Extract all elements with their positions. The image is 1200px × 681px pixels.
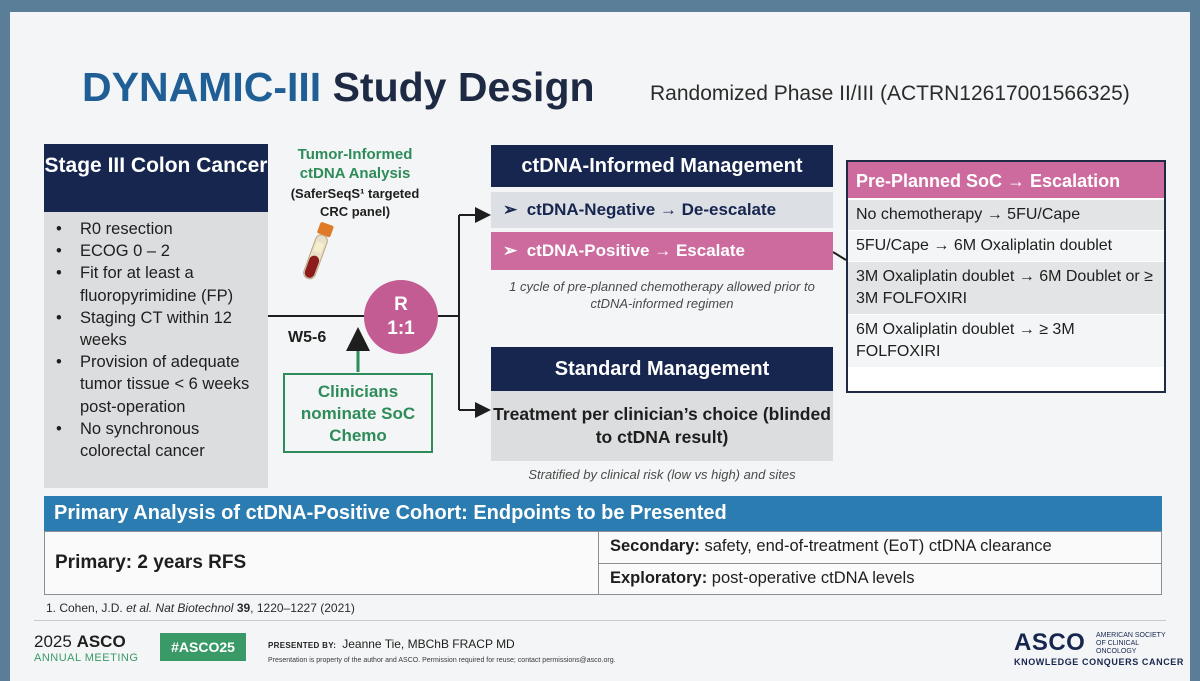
annual-meeting-label: ANNUAL MEETING — [34, 652, 139, 664]
escalation-row: 3M Oxaliplatin doublet → 6M Doublet or ≥… — [848, 262, 1164, 315]
criterion-ecog: ECOG 0 – 2 — [56, 240, 268, 262]
randomization-circle: R 1:1 — [364, 280, 438, 354]
slide: DYNAMIC-III Study Design Randomized Phas… — [10, 12, 1190, 681]
ref-etal: et al. — [126, 601, 153, 615]
criterion-tissue: Provision of adequate tumor tissue < 6 w… — [56, 351, 268, 418]
randomization-ratio: 1:1 — [387, 318, 415, 339]
arrow-bullet-icon: ➢ — [503, 200, 518, 219]
asco-tagline: KNOWLEDGE CONQUERS CANCER — [1014, 657, 1185, 667]
blood-tube-icon — [303, 222, 334, 280]
secondary-text: safety, end-of-treatment (EoT) ctDNA cle… — [704, 537, 1052, 555]
secondary-label: Secondary: — [610, 537, 700, 555]
exploratory-endpoint: Exploratory: post-operative ctDNA levels — [610, 569, 914, 588]
ctdna-negative-row: ➢ ctDNA-Negative → De-escalate — [491, 192, 833, 228]
ref-authors: 1. Cohen, J.D. — [46, 601, 123, 615]
escalation-row: 5FU/Cape → 6M Oxaliplatin doublet — [848, 231, 1164, 262]
ref-pages: , 1220–1227 (2021) — [250, 601, 355, 615]
secondary-endpoint: Secondary: safety, end-of-treatment (EoT… — [610, 537, 1052, 556]
eligibility-criteria: R0 resection ECOG 0 – 2 Fit for at least… — [44, 212, 268, 488]
arrow-bullet-icon: ➢ — [503, 241, 518, 260]
ref-journal: Nat Biotechnol — [155, 601, 234, 615]
title-main-text: Study Design — [332, 64, 595, 110]
connector-escalate-to-panel — [832, 251, 847, 261]
criterion-ct: Staging CT within 12 weeks — [56, 307, 268, 351]
page-subtitle: Randomized Phase II/III (ACTRN1261700156… — [650, 82, 1130, 105]
presenter-line: PRESENTED BY: Jeanne Tie, MBChB FRACP MD — [268, 637, 515, 651]
endpoints-header: Primary Analysis of ctDNA-Positive Cohor… — [44, 496, 1162, 531]
presented-by-label: PRESENTED BY: — [268, 641, 337, 650]
criterion-fp: Fit for at least a fluoropyrimidine (FP) — [56, 262, 268, 306]
footer-divider — [34, 620, 1166, 621]
reference-footnote: 1. Cohen, J.D. et al. Nat Biotechnol 39,… — [46, 601, 355, 615]
hashtag-badge: #ASCO25 — [160, 633, 246, 661]
meeting-logo: 2025 ASCO — [34, 632, 126, 652]
tumor-informed-label: Tumor-Informed ctDNA Analysis — [297, 146, 413, 182]
asco-logo: ASCO — [1014, 629, 1086, 656]
endpoints-divider — [598, 563, 1161, 564]
ref-volume: 39 — [236, 601, 251, 615]
endpoints-table: Primary: 2 years RFS Secondary: safety, … — [44, 531, 1162, 595]
clinicians-nominate-box: Clinicians nominate SoC Chemo — [283, 373, 433, 453]
escalation-header: Pre-Planned SoC → Escalation — [848, 162, 1164, 200]
flow-connectors — [268, 207, 847, 418]
title-accent: DYNAMIC-III — [82, 64, 322, 110]
meeting-year: 2025 — [34, 632, 72, 651]
escalation-row: No chemotherapy → 5FU/Cape — [848, 200, 1164, 231]
exploratory-label: Exploratory: — [610, 569, 708, 587]
primary-endpoint: Primary: 2 years RFS — [55, 552, 247, 573]
page-title: DYNAMIC-III Study Design — [82, 64, 595, 111]
property-notice: Presentation is property of the author a… — [268, 657, 616, 664]
standard-arm-header: Standard Management — [491, 347, 833, 391]
escalation-panel: Pre-Planned SoC → Escalation No chemothe… — [846, 160, 1166, 393]
meeting-asco: ASCO — [76, 632, 126, 651]
presenter-name: Jeanne Tie, MBChB FRACP MD — [342, 637, 515, 651]
ctdna-positive-text: ctDNA-Positive → Escalate — [526, 241, 745, 260]
standard-arm-body: Treatment per clinician’s choice (blinde… — [491, 391, 833, 461]
ctdna-negative-text: ctDNA-Negative → De-escalate — [526, 200, 777, 219]
randomization-letter: R — [394, 294, 408, 315]
society-name: AMERICAN SOCIETY OF CLINICAL ONCOLOGY — [1096, 632, 1166, 655]
timepoint-label: W5-6 — [288, 329, 327, 346]
ctdna-arm-note: 1 cycle of pre-planned chemotherapy allo… — [509, 279, 815, 311]
criterion-r0: R0 resection — [56, 218, 268, 240]
escalation-row: 6M Oxaliplatin doublet → ≥ 3M FOLFOXIRI — [848, 315, 1164, 368]
ctdna-positive-row: ➢ ctDNA-Positive → Escalate — [491, 232, 833, 270]
stage-iii-header: Stage III Colon Cancer — [44, 144, 268, 212]
exploratory-text: post-operative ctDNA levels — [711, 569, 915, 587]
stratification-note: Stratified by clinical risk (low vs high… — [528, 467, 796, 482]
criterion-no-synchronous: No synchronous colorectal cancer — [56, 418, 268, 462]
tumor-informed-detail: (SaferSeqS¹ targeted CRC panel) — [290, 186, 420, 219]
ctdna-arm-header: ctDNA-Informed Management — [491, 145, 833, 187]
